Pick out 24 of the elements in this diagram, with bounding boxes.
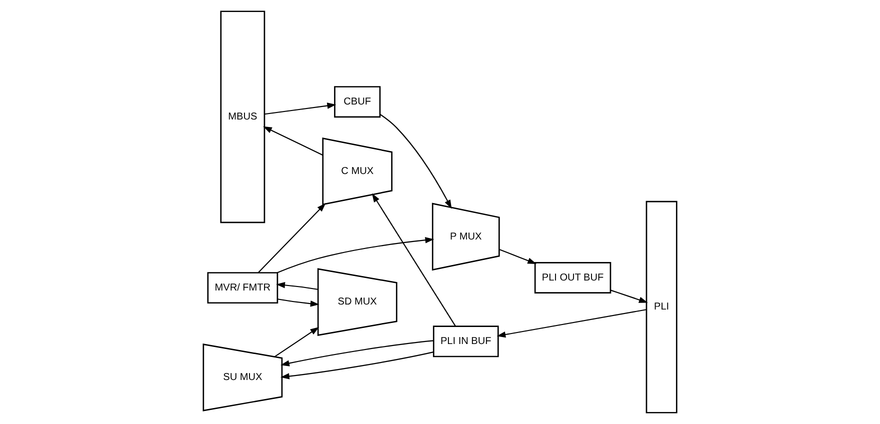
node-box: CBUF [334, 86, 381, 118]
arrow [258, 203, 326, 273]
arrow [380, 114, 452, 209]
arrow [274, 326, 320, 358]
arrow [498, 248, 537, 264]
arrow [280, 340, 434, 366]
arrow [264, 102, 336, 115]
node-box: PLI IN BUF [432, 326, 499, 358]
node-box: PLI OUT BUF [534, 262, 612, 294]
arrow [276, 237, 434, 274]
node-box: C MUX [322, 137, 392, 206]
arrow [280, 352, 434, 380]
arrow [496, 309, 646, 338]
node-box: MBUS [220, 10, 266, 224]
node-box: SU MUX [202, 344, 283, 412]
node-box: P MUX [432, 202, 500, 271]
arrow [610, 290, 648, 303]
arrow [276, 282, 318, 290]
node-box: PLI [646, 200, 678, 414]
arrow [372, 193, 456, 326]
arrow [263, 126, 323, 156]
arrow [278, 298, 320, 307]
node-box: SD MUX [317, 268, 398, 336]
node-box: MVR/ FMTR [207, 272, 278, 304]
